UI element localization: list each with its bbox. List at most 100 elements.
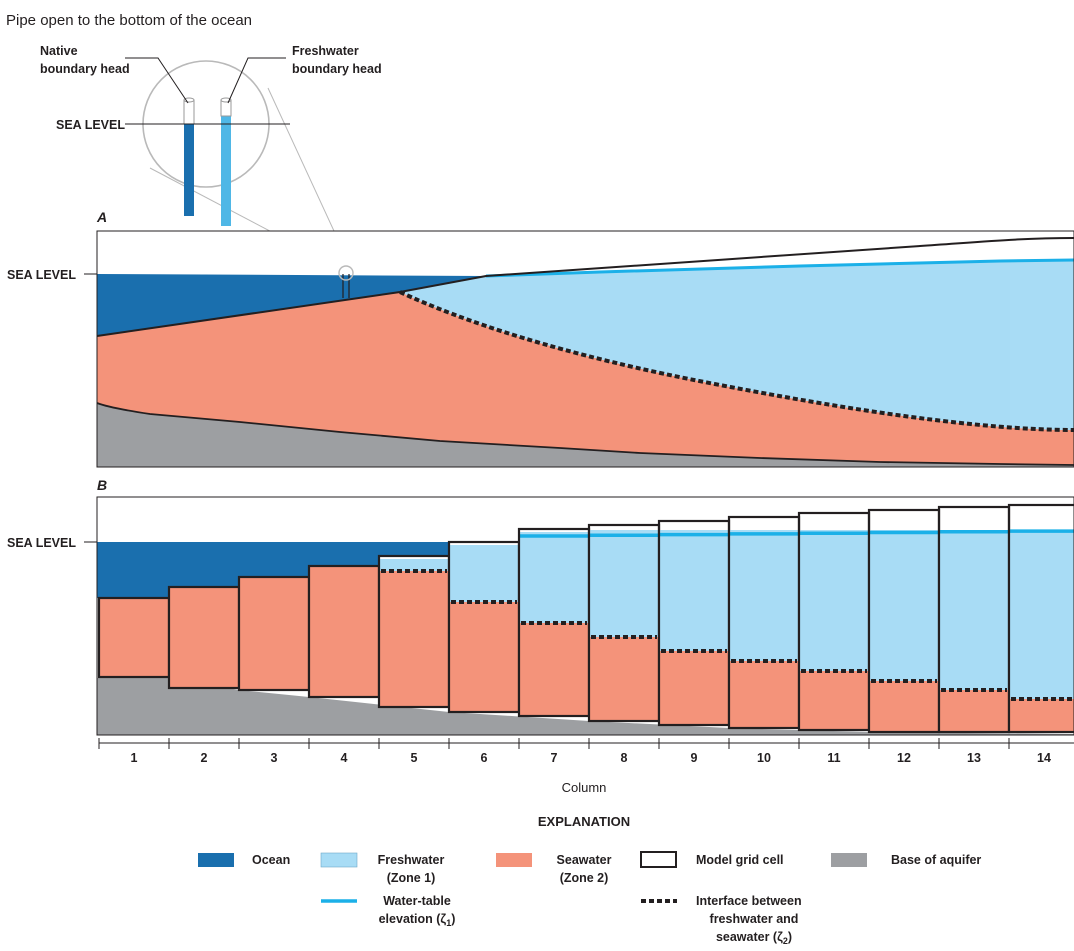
legend-base-swatch <box>831 853 867 867</box>
native-leader <box>125 57 189 104</box>
native-pipe-top <box>183 99 195 125</box>
panel-a-frame <box>96 230 1074 468</box>
panel-a-sea-level-label: SEA LEVEL <box>7 268 76 282</box>
legend-seawater-swatch <box>496 853 532 867</box>
legend-ocean-swatch <box>198 853 234 867</box>
column-label-2: 2 <box>201 751 208 765</box>
panel-a-interface <box>399 290 1074 432</box>
freshwater-pipe-water <box>221 116 231 226</box>
panel-a-pipe-circle <box>338 265 354 281</box>
column-label-9: 9 <box>691 751 698 765</box>
grid-cell-5 <box>377 554 451 709</box>
cell-freshwater <box>1009 530 1074 699</box>
cell-seawater <box>239 577 309 690</box>
cell-seawater <box>1009 699 1074 732</box>
column-label-5: 5 <box>411 751 418 765</box>
legend-freshwater-swatch <box>320 852 358 868</box>
native-pipe-water <box>184 124 194 216</box>
panel-a-base <box>97 403 1074 467</box>
cell-freshwater <box>869 530 939 681</box>
legend-water-table-label-1: Water-table <box>383 894 451 908</box>
cell-seawater <box>99 598 169 677</box>
panel-b-cells <box>97 503 1074 734</box>
cell-freshwater <box>799 530 869 671</box>
legend-base-label: Base of aquifer <box>891 853 981 867</box>
inset-sea-level-label: SEA LEVEL <box>56 118 125 132</box>
legend-water-table-label-2: elevation (ζ1) <box>379 912 456 928</box>
legend-grid-cell-swatch <box>640 851 677 868</box>
inset: SEA LEVEL Native boundary head Freshwate… <box>40 44 382 271</box>
grid-cell-10 <box>727 515 801 730</box>
column-label-1: 1 <box>131 751 138 765</box>
cell-freshwater <box>729 530 799 661</box>
grid-cell-14 <box>1007 503 1074 734</box>
column-axis-title: Column <box>562 780 607 795</box>
cell-seawater <box>659 651 729 725</box>
cell-freshwater <box>589 530 659 637</box>
panel-a-land-surface <box>96 237 1074 337</box>
freshwater-label-line1: Freshwater <box>292 44 359 58</box>
cell-seawater <box>169 587 239 688</box>
panel-a-base-outline <box>96 402 1074 466</box>
legend-ocean-label: Ocean <box>252 853 290 867</box>
cell-freshwater <box>659 530 729 651</box>
explanation: EXPLANATION Ocean Freshwater (Zone 1) Se… <box>198 814 981 946</box>
cell-freshwater <box>519 532 589 623</box>
cell-seawater <box>869 681 939 732</box>
grid-cell-13 <box>937 505 1011 734</box>
cell-freshwater <box>379 559 449 571</box>
panel-a-freshwater <box>400 260 1074 430</box>
column-label-14: 14 <box>1037 751 1051 765</box>
panel-b-ocean <box>97 542 449 598</box>
column-label-13: 13 <box>967 751 981 765</box>
column-label-12: 12 <box>897 751 911 765</box>
grid-cell-12 <box>867 508 941 734</box>
cell-outline <box>1007 503 1074 734</box>
column-label-8: 8 <box>621 751 628 765</box>
panel-a-ocean <box>97 274 486 336</box>
legend-freshwater-label-1: Freshwater <box>378 853 445 867</box>
native-label-line1: Native <box>40 44 78 58</box>
panel-b-frame <box>96 496 1074 736</box>
explanation-title: EXPLANATION <box>538 814 630 829</box>
cell-seawater <box>729 661 799 728</box>
panel-a-water-table <box>485 258 1074 278</box>
column-label-10: 10 <box>757 751 771 765</box>
legend-interface-label-1: Interface between <box>696 894 802 908</box>
column-label-6: 6 <box>481 751 488 765</box>
column-label-3: 3 <box>271 751 278 765</box>
legend-seawater-label-2: (Zone 2) <box>560 871 609 885</box>
legend-grid-cell-label: Model grid cell <box>696 853 784 867</box>
native-label-line2: boundary head <box>40 62 130 76</box>
column-label-4: 4 <box>341 751 348 765</box>
cell-seawater <box>939 690 1009 732</box>
panel-b-letter: B <box>97 477 107 493</box>
legend-interface-label-3: seawater (ζ2) <box>716 930 792 946</box>
grid-cell-8 <box>587 523 661 723</box>
column-label-7: 7 <box>551 751 558 765</box>
panel-a: A SEA LEVEL <box>7 209 1074 468</box>
grid-cell-1 <box>97 596 171 679</box>
cell-freshwater <box>939 530 1009 690</box>
legend-interface-label-2: freshwater and <box>710 912 799 926</box>
freshwater-leader <box>227 57 286 104</box>
panel-a-letter: A <box>96 209 107 225</box>
grid-cell-11 <box>797 511 871 732</box>
cell-seawater <box>589 637 659 721</box>
figure-title: Pipe open to the bottom of the ocean <box>6 12 252 29</box>
grid-cell-2 <box>167 585 241 690</box>
grid-cell-3 <box>237 575 311 692</box>
cell-seawater <box>449 602 519 712</box>
grid-cell-7 <box>517 527 591 718</box>
grid-cell-6 <box>447 540 521 714</box>
legend-seawater-label-1: Seawater <box>557 853 612 867</box>
freshwater-label-line2: boundary head <box>292 62 382 76</box>
panel-b-sea-level-label: SEA LEVEL <box>7 536 76 550</box>
cell-freshwater <box>449 545 519 602</box>
cell-seawater <box>519 623 589 716</box>
panel-b-base <box>97 677 1074 735</box>
column-label-11: 11 <box>827 751 840 765</box>
cell-seawater <box>379 571 449 707</box>
